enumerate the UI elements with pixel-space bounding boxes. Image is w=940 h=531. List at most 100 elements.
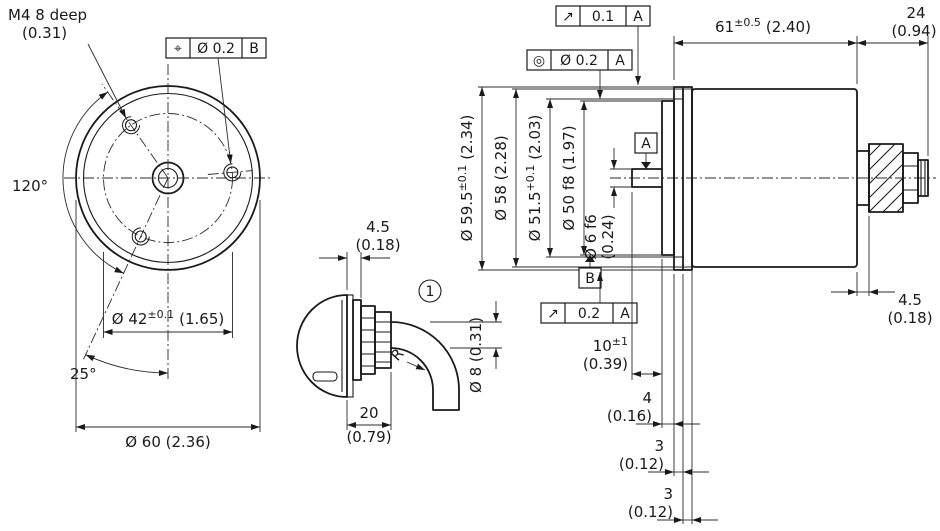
dim-text-inch: (0.18) xyxy=(887,309,932,327)
thread-note-leader xyxy=(87,43,127,119)
dim-text-inch: (0.16) xyxy=(607,407,652,425)
item-callout-1: 1 xyxy=(418,279,442,303)
bolt-hole-thread xyxy=(223,163,242,182)
dim-connector-length: 24 (0.94) xyxy=(857,4,937,46)
bolt-hole xyxy=(226,166,239,179)
dim-plate1-width: 3 (0.12) xyxy=(619,437,709,475)
dim-text-inch: (0.79) xyxy=(346,428,391,446)
dim-text: Ø 8 (0.31) xyxy=(467,317,485,393)
ext-lines xyxy=(546,98,674,258)
fcf-value: 0.2 xyxy=(578,306,600,322)
dim-text: 4.5 xyxy=(366,218,390,236)
dim-dia-50: Ø 50 f8 (1.97) xyxy=(560,100,662,256)
fcf-dividers xyxy=(579,6,627,26)
dim-gland-length: 20 (0.79) xyxy=(346,372,392,446)
dim-text: 61±0.5(2.40) xyxy=(715,16,811,36)
side-view: ↗ 0.1 A ◎ Ø 0.2 A 61±0.5(2.40) 24 (0.94) xyxy=(456,4,937,524)
dim-text: 3 xyxy=(663,485,673,503)
cable-bend xyxy=(390,321,460,411)
fcf-datum: A xyxy=(633,9,643,25)
gland-body xyxy=(374,311,392,369)
ext-lines xyxy=(346,252,362,298)
bolt-hole xyxy=(124,119,138,132)
axial-ext-lines xyxy=(631,192,693,524)
gland-nut xyxy=(360,305,376,375)
callout-number: 1 xyxy=(426,284,435,300)
datum-letter: A xyxy=(641,136,651,152)
connector-knurl-hatch xyxy=(868,143,904,213)
dim-gland-offset: 4.5 (0.18) xyxy=(319,218,401,298)
dim-collar-width: 4 (0.16) xyxy=(607,389,700,427)
flange-step-lines xyxy=(674,98,683,258)
concentricity-symbol-icon: ◎ xyxy=(533,53,545,69)
runout-symbol-icon: ↗ xyxy=(547,306,559,322)
front-center-lines xyxy=(64,64,272,380)
encoder-body xyxy=(691,88,858,268)
angle-120-arc xyxy=(62,91,124,274)
dim-dia-6: Ø 6 f6 (0.24) xyxy=(582,148,632,260)
ext-lines xyxy=(75,200,261,432)
fcf-datum: B xyxy=(249,41,259,57)
fcf-value: 0.1 xyxy=(592,9,614,25)
cable-view: R 1 4.5 (0.18) Ø 8 (0.31) 20 (0.79) xyxy=(296,218,502,446)
bolt-hole xyxy=(134,230,147,243)
end-cap-dome xyxy=(296,294,348,398)
dim-text-inch: (0.39) xyxy=(583,355,628,373)
dim-text-inch: (0.18) xyxy=(355,236,400,254)
fcf-leader xyxy=(217,57,233,164)
dim-bolt-circle: Ø 42±0.1(1.65) xyxy=(103,252,233,338)
fcf-box xyxy=(526,49,633,71)
bolt-hole-thread xyxy=(131,227,150,246)
dim-text-inch: (0.12) xyxy=(619,455,664,473)
dome-slot xyxy=(312,371,338,382)
fcf-dividers xyxy=(189,38,243,58)
dim-text: 4.5 xyxy=(898,291,922,309)
datum-letter: B xyxy=(585,271,595,287)
position-symbol-icon: ⌖ xyxy=(174,41,182,57)
concentricity-tolerance-frame: ◎ Ø 0.2 A xyxy=(526,49,633,99)
dim-plate2-width: 3 (0.12) xyxy=(628,485,718,523)
dim-cable-diameter: Ø 8 (0.31) xyxy=(430,301,502,393)
callout-circle xyxy=(418,279,442,303)
shaft-outline xyxy=(631,168,663,188)
ext-lines xyxy=(103,252,233,338)
front-view: 120° 25° M4 8 deep (0.31) ⌖ Ø 0.2 B Ø 42… xyxy=(8,6,272,451)
datum-triangle xyxy=(585,255,595,262)
fcf-datum: A xyxy=(620,306,630,322)
ext-lines xyxy=(580,100,662,256)
fcf-dividers xyxy=(564,303,614,323)
dim-text: Ø 58 (2.28) xyxy=(492,135,510,221)
dim-text: 24 xyxy=(906,4,925,22)
dim-text: 10±1 xyxy=(593,335,628,355)
dim-shaft-length: 10±1 (0.39) xyxy=(583,335,662,377)
dim-dia-59-5: Ø 59.5±0.1(2.34) xyxy=(456,86,674,271)
dim-text-inch: (0.94) xyxy=(891,22,936,40)
dim-text-inch: (0.12) xyxy=(628,503,673,521)
bend-radius-leader xyxy=(406,361,426,371)
gland-nut-flats xyxy=(361,317,375,367)
connector-detail-lines xyxy=(903,160,926,196)
angle-120-label: 120° xyxy=(12,177,48,195)
angle-25-label: 25° xyxy=(70,365,97,383)
dim-body-length: 61±0.5(2.40) xyxy=(673,16,929,156)
dim-text-inch: (0.24) xyxy=(599,214,617,259)
dim-text: Ø 50 f8 (1.97) xyxy=(560,125,578,230)
position-tolerance-frame: ⌖ Ø 0.2 B xyxy=(165,37,267,164)
datum-triangle xyxy=(641,162,651,169)
angle-25-arc xyxy=(85,354,169,376)
gland-flange xyxy=(352,299,362,381)
runout-tolerance-frame-top: ↗ 0.1 A xyxy=(555,5,651,85)
runout-tolerance-frame-face: ↗ 0.2 A xyxy=(540,272,638,324)
datum-a: A xyxy=(634,132,658,169)
thread-note-line1: M4 8 deep xyxy=(8,6,87,24)
dim-text: Ø 51.5+0.1(2.03) xyxy=(524,115,544,242)
fcf-value: Ø 0.2 xyxy=(197,41,235,57)
connector-tip xyxy=(917,159,929,197)
fcf-box xyxy=(165,37,267,59)
ext-lines xyxy=(673,36,929,156)
dim-text: Ø 42±0.1(1.65) xyxy=(112,308,225,328)
flange-plates xyxy=(673,86,693,271)
dim-dia-51-5: Ø 51.5+0.1(2.03) xyxy=(524,98,674,258)
thread-note-line2: (0.31) xyxy=(22,24,67,42)
